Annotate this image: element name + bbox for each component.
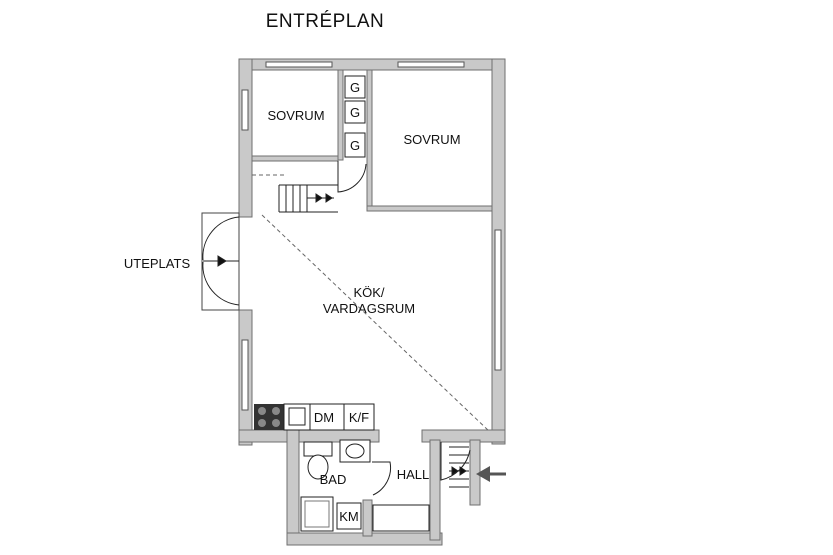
door-bath	[372, 461, 392, 496]
hall-bench	[372, 504, 430, 532]
kitchen-fixtures	[254, 403, 375, 431]
window-left-upper	[241, 89, 249, 131]
window-right	[494, 229, 502, 371]
window-left-lower	[241, 339, 249, 411]
room-label-bathroom: BAD	[320, 472, 347, 487]
door-entry	[440, 442, 471, 481]
closet-3-label: G	[350, 138, 360, 153]
wall-left-upper	[238, 58, 253, 218]
toilet	[307, 454, 329, 480]
window-top-left	[265, 61, 333, 68]
plan-title: ENTRÉPLAN	[266, 11, 385, 32]
room-label-hall: HALL	[397, 467, 430, 482]
fridge-label: K/F	[349, 410, 369, 425]
fridge	[343, 403, 375, 431]
closet-1-label: G	[350, 80, 360, 95]
entry-arrow-icon	[476, 466, 506, 482]
wall-bedroom-small-bottom	[251, 155, 339, 162]
wall-hall-left	[429, 439, 441, 541]
door-bedroom-small	[337, 161, 367, 193]
wall-bath-divider	[362, 499, 373, 537]
wall-hall-right	[469, 439, 481, 506]
closets	[344, 75, 366, 158]
stairs	[278, 184, 338, 213]
closet-1	[344, 75, 366, 99]
window-top-right	[397, 61, 465, 68]
doors	[201, 161, 471, 496]
room-label-patio: UTEPLATS	[124, 256, 191, 271]
door-patio-lower	[202, 261, 240, 306]
wall-bath-left	[286, 429, 300, 546]
room-label-kitchen-2: VARDAGSRUM	[323, 301, 415, 316]
bath-fixtures	[300, 439, 371, 532]
wall-closet-right	[366, 69, 373, 211]
wall-bottom-right	[421, 429, 506, 443]
toilet-tank	[303, 441, 333, 457]
washing-machine	[336, 502, 362, 530]
windows	[241, 61, 502, 411]
closet-3	[344, 132, 366, 158]
room-label-kitchen-1: KÖK/	[353, 285, 384, 300]
dishwasher-label: DM	[314, 410, 334, 425]
wall-bedroom-large-bottom	[366, 205, 493, 212]
stove	[254, 404, 284, 430]
room-label-bedroom-small: SOVRUM	[267, 108, 324, 123]
door-patio-upper	[202, 216, 240, 261]
wall-closet-left	[337, 69, 344, 161]
washing-machine-label: KM	[339, 509, 359, 524]
dishwasher	[309, 403, 345, 431]
closet-2-label: G	[350, 105, 360, 120]
closet-2	[344, 100, 366, 124]
room-label-bedroom-large: SOVRUM	[403, 132, 460, 147]
